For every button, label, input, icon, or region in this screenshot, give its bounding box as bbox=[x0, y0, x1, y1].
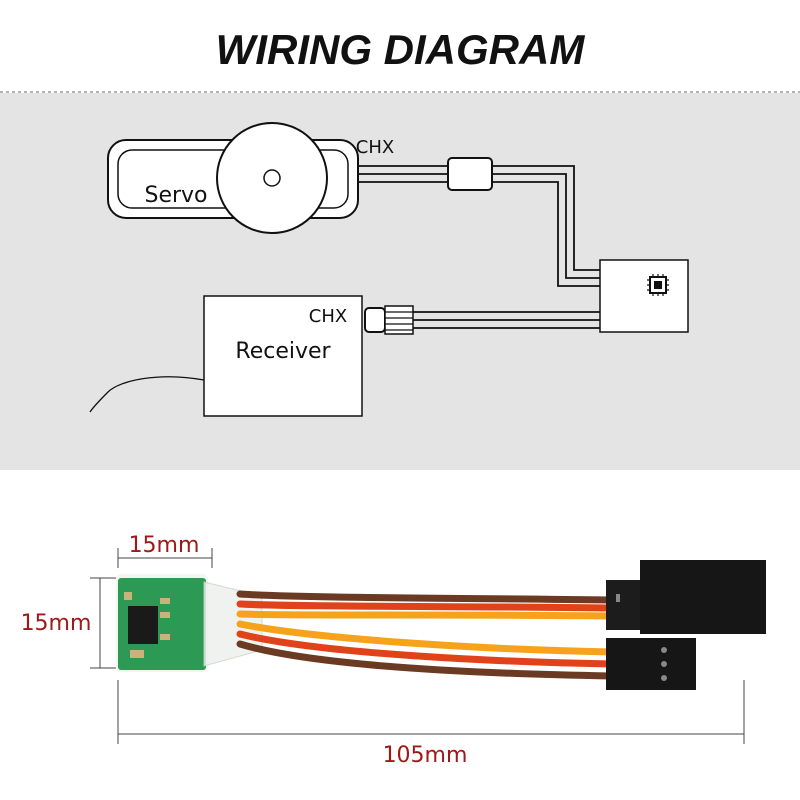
servo-shaft bbox=[263, 169, 281, 187]
receiver-label: Receiver bbox=[235, 339, 331, 364]
dimension-length bbox=[117, 680, 745, 744]
lower-wire-bundle bbox=[236, 620, 616, 680]
female-servo-connector bbox=[606, 560, 766, 634]
receiver-plug bbox=[364, 307, 386, 333]
pcb-board bbox=[116, 574, 208, 672]
dimension-width bbox=[117, 548, 213, 568]
servo-label: Servo bbox=[144, 183, 207, 208]
receiver-wires bbox=[364, 305, 600, 335]
page-title: WIRING DIAGRAM bbox=[216, 26, 586, 73]
servo-wires bbox=[358, 157, 600, 287]
pcb-chip bbox=[128, 606, 158, 644]
servo-connector bbox=[447, 157, 493, 191]
receiver: Receiver CHX bbox=[89, 295, 363, 417]
title-area bbox=[0, 0, 800, 92]
male-servo-connector bbox=[606, 638, 696, 690]
dimension-width-label: 15mm bbox=[129, 533, 200, 558]
dimension-length-label: 105mm bbox=[383, 743, 468, 768]
receiver-port-label: CHX bbox=[309, 306, 347, 327]
chip-icon bbox=[647, 274, 669, 296]
upper-wire-bundle bbox=[236, 590, 614, 620]
receiver-antenna bbox=[89, 376, 205, 413]
product-photo: 15mm 15mm bbox=[21, 533, 766, 768]
servo: Servo CHX bbox=[107, 122, 394, 234]
module bbox=[599, 259, 689, 333]
dimension-height-label: 15mm bbox=[21, 611, 92, 636]
servo-port-label: CHX bbox=[356, 137, 394, 158]
dimension-height bbox=[90, 577, 116, 669]
